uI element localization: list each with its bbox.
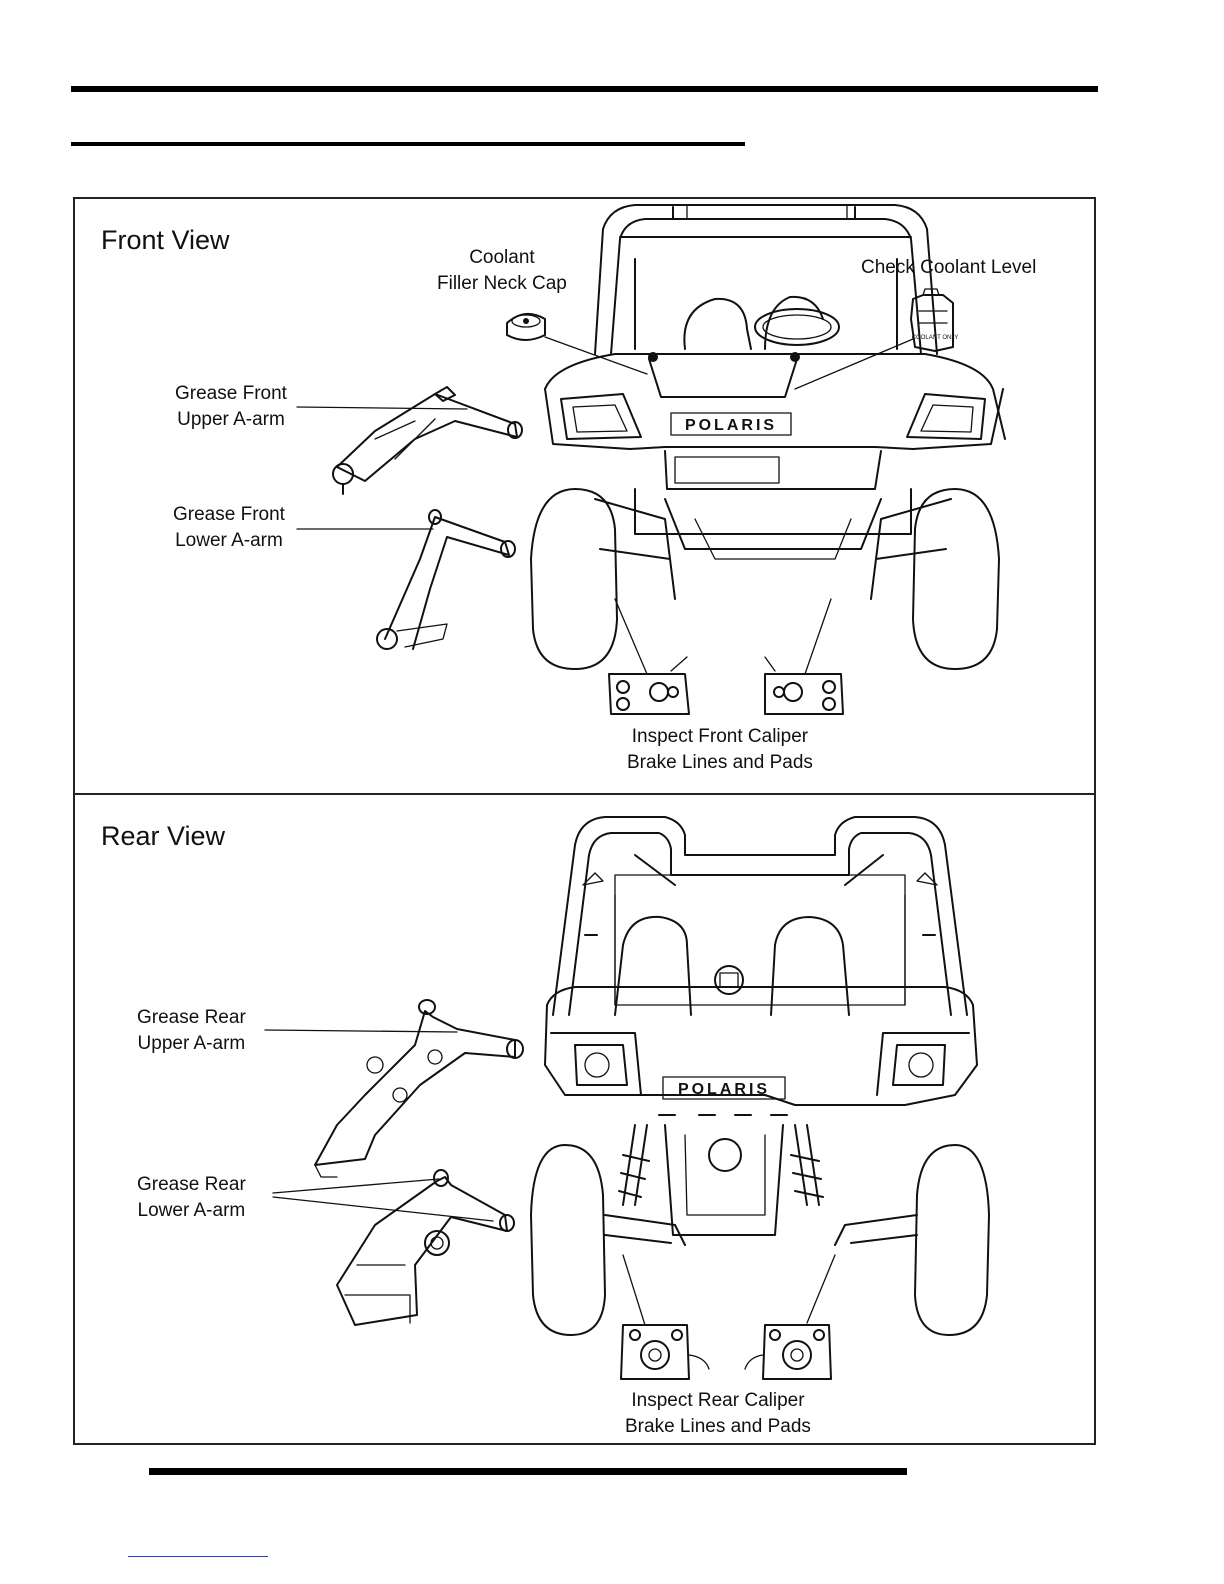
rear-caliper-right [745,1325,831,1379]
footer-rule [149,1468,907,1475]
coolant-level-leader [795,339,913,389]
header-rule-thin [71,142,745,146]
rear-caliper-leader-right [807,1255,835,1323]
front-caliper-left [609,657,689,714]
front-upper-a-arm [333,387,522,494]
front-upper-leader [297,407,467,409]
rear-susp-right [835,1215,917,1245]
front-tire-left [531,489,617,669]
rear-body: POLARIS [545,987,977,1235]
rear-tire-right [915,1145,989,1335]
rear-shock-left [619,1125,649,1205]
rear-upper-label: Grease Rear Upper A-arm [137,1005,246,1057]
rear-caliper-label: Inspect Rear Caliper Brake Lines and Pad… [625,1388,811,1440]
footer-link-underline[interactable] [128,1556,268,1557]
rear-lower-leader-a [273,1179,439,1193]
rear-upper-leader [265,1030,457,1032]
rear-brand-text: POLARIS [678,1081,770,1098]
coolant-cap-icon [507,314,545,340]
front-body [545,389,1003,559]
rear-caliper-left [621,1325,709,1379]
rear-seat-right [771,917,849,1015]
rear-lower-label: Grease Rear Lower A-arm [137,1172,246,1224]
front-lower-a-arm [377,510,515,649]
front-upper-label: Grease Front Upper A-arm [175,381,287,433]
front-caliper-right [765,657,843,714]
front-seat-left [684,299,751,349]
rear-view-panel: Rear View POLARIS [73,793,1096,1445]
coolant-cap-label: Coolant Filler Neck Cap [437,245,567,297]
coolant-level-label: Check Coolant Level [861,255,1036,281]
rear-view-illustration: POLARIS [75,795,1098,1447]
rear-upper-a-arm [315,1000,523,1177]
front-caliper-leader-left [615,599,647,674]
front-view-illustration: POLARIS COOLANT ONLY [75,199,1098,797]
rear-shock-right [791,1125,823,1205]
front-caliper-label: Inspect Front Caliper Brake Lines and Pa… [627,724,813,776]
header-rule-thick [71,86,1098,92]
front-caliper-leader-right [805,599,831,674]
front-brand-text: POLARIS [685,417,777,434]
rear-caliper-leader-left [623,1255,645,1325]
front-lower-label: Grease Front Lower A-arm [173,502,285,554]
front-logo-plate: POLARIS [671,413,791,435]
front-view-panel: Front View [73,197,1096,795]
rear-lower-leader-b [273,1197,493,1221]
rear-tire-left [531,1145,605,1335]
rear-roll-cage [553,817,967,1015]
rear-fuel-cap [715,966,743,994]
front-tire-right [913,489,999,669]
rear-lower-a-arm [337,1170,514,1325]
reservoir-text: COOLANT ONLY [912,335,958,341]
rear-seat-left [615,917,691,1015]
